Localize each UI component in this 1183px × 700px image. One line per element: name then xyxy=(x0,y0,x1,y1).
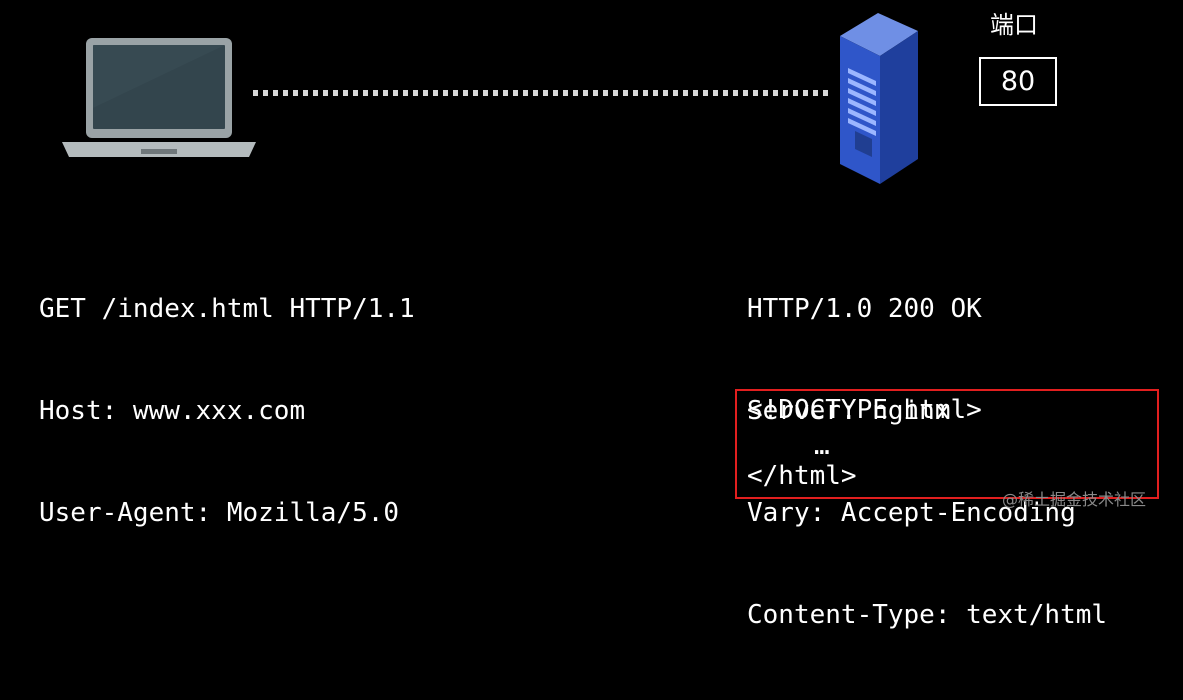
http-request: GET /index.html HTTP/1.1 Host: www.xxx.c… xyxy=(39,224,415,598)
port-box: 80 xyxy=(979,57,1057,106)
response-vary-header: Vary: Accept-Encoding xyxy=(747,498,1076,528)
response-body-doctype: <!DOCTYPE html> xyxy=(747,395,982,425)
response-status-line: HTTP/1.0 200 OK xyxy=(747,294,982,324)
response-body-ellipsis: … xyxy=(814,431,830,461)
port-value: 80 xyxy=(1000,66,1036,97)
response-body-box xyxy=(735,389,1159,499)
request-host-header: Host: www.xxx.com xyxy=(39,396,306,426)
laptop-icon xyxy=(62,38,256,157)
response-server-header: Server: nginx xyxy=(747,396,951,426)
request-line: GET /index.html HTTP/1.1 xyxy=(39,294,415,324)
port-label: 端口 xyxy=(990,11,1038,39)
server-icon xyxy=(840,13,918,184)
response-content-type-header: Content-Type: text/html xyxy=(747,600,1108,630)
connection-line xyxy=(253,90,829,96)
watermark: @稀土掘金技术社区 xyxy=(1002,490,1147,509)
request-user-agent-header: User-Agent: Mozilla/5.0 xyxy=(39,498,400,528)
response-body-html-close: </html> xyxy=(747,461,857,491)
